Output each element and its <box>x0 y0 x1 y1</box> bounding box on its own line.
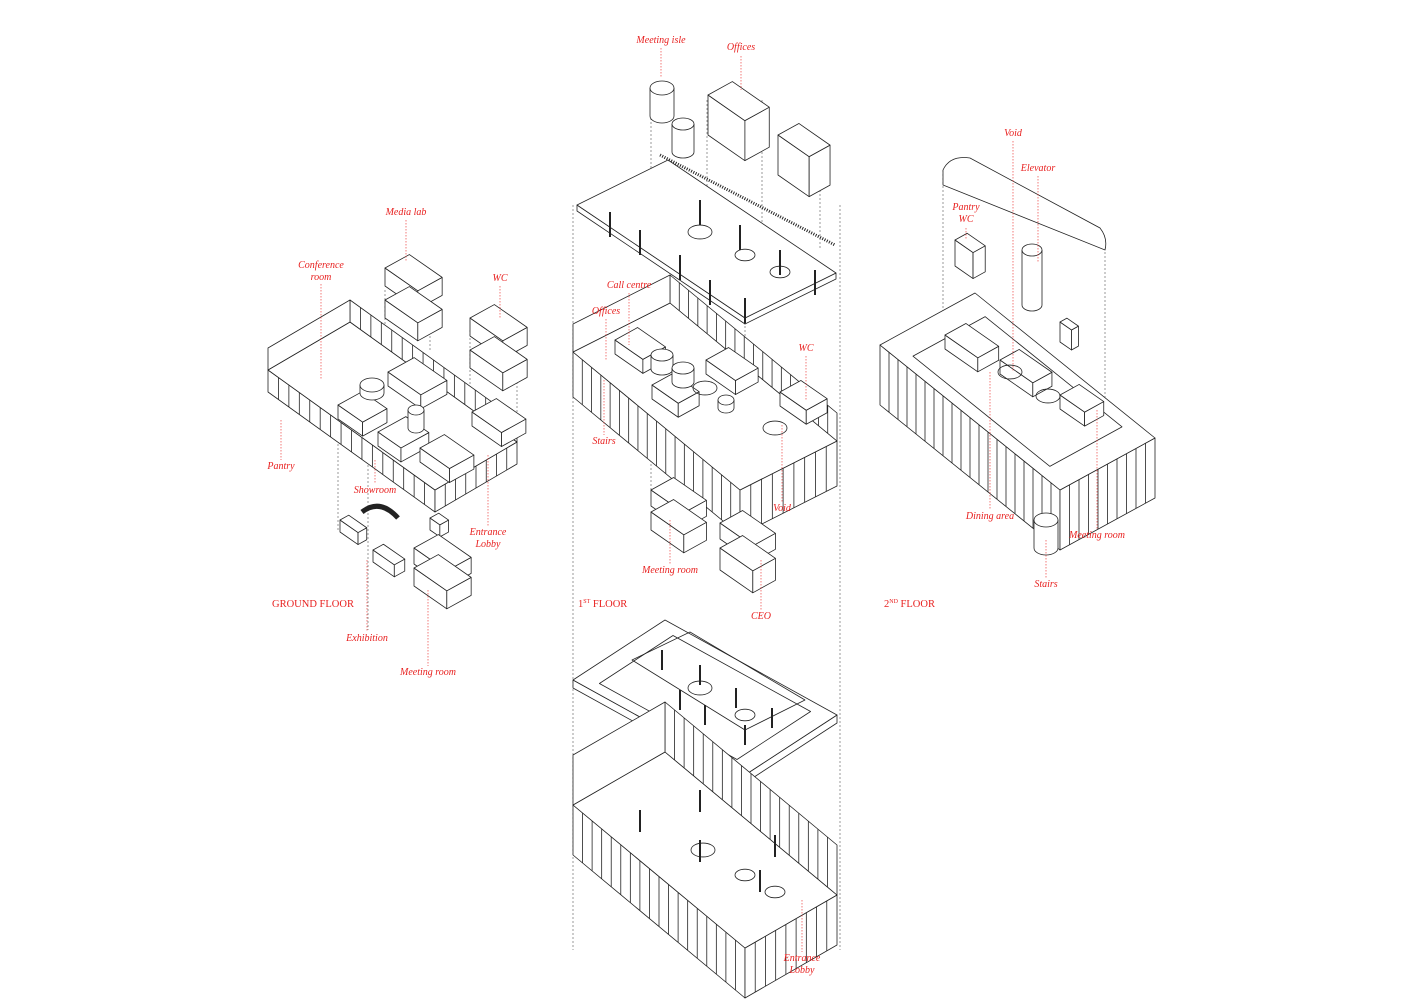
label-call-centre: Call centre <box>606 280 652 291</box>
label-wc-ground: WC <box>492 273 508 284</box>
label-meeting-isle: Meeting isle <box>636 35 686 46</box>
label-exhibition: Exhibition <box>346 633 388 644</box>
ground-room-d-top-face <box>471 398 527 433</box>
ground-shell-left-wall <box>572 701 666 806</box>
label-pantry-ground: Pantry <box>267 461 295 472</box>
roof-void <box>687 224 713 240</box>
first-room-b-top-face <box>651 373 700 404</box>
label-meeting-room-second: Meeting room <box>1068 530 1126 541</box>
label-offices-first: Offices <box>591 306 621 317</box>
shell-void <box>690 842 716 858</box>
label-meeting-room-first: Meeting room <box>641 565 699 576</box>
ground-room-c-top-face <box>419 434 475 469</box>
meeting-isle-pod-body <box>671 124 695 159</box>
exhibition-wall-b-top-face <box>429 512 449 526</box>
label-void-first: Void <box>773 503 791 514</box>
shell-void <box>734 868 756 882</box>
meeting-room-box-lower-top-face <box>413 554 472 592</box>
label-entrance-lobby-ground: Entrance Lobby <box>469 527 507 550</box>
wc-box-lower-top-face <box>469 336 528 374</box>
first-void <box>692 380 718 396</box>
second-void <box>1035 388 1061 404</box>
mezzanine-void-opening <box>631 631 806 731</box>
label-media-lab: Media lab <box>385 207 427 218</box>
second-floor-tall-wall <box>942 157 1107 251</box>
ground-floor-slab-left-wall <box>267 299 351 371</box>
label-stairs-second: Stairs <box>1034 579 1058 590</box>
exhibition-curved-wall <box>360 503 400 520</box>
second-wall-piece-top-face <box>1059 317 1079 331</box>
label-showroom: Showroom <box>353 485 397 496</box>
first-pod-top <box>671 361 695 375</box>
second-floor-title: 2ND FLOOR <box>884 599 935 610</box>
label-offices-top: Offices <box>726 42 756 53</box>
mezzanine-void <box>687 680 713 696</box>
ceo-box-lower-top-face <box>719 535 776 572</box>
second-stairs-top <box>1033 512 1059 528</box>
label-meeting-room-ground: Meeting room <box>399 667 457 678</box>
label-elevator: Elevator <box>1020 163 1056 174</box>
label-entrance-lobby-bottom: Entrance Lobby <box>783 953 821 976</box>
label-void-second: Void <box>1004 128 1022 139</box>
meeting-room-first-lower-top-face <box>650 499 707 536</box>
roof-void <box>769 265 791 279</box>
media-lab-box-top-face <box>384 254 443 292</box>
second-void <box>997 364 1023 380</box>
elevator-core-body <box>1021 250 1043 312</box>
pantry-wc-box-top-face <box>954 232 986 253</box>
ground-stair-core-top <box>407 404 425 416</box>
label-ceo: CEO <box>751 611 771 622</box>
shell-void <box>764 885 786 899</box>
elevator-core-top <box>1021 243 1043 257</box>
first-stair-core-top <box>717 394 735 406</box>
first-floor-slab-left-wall <box>572 274 671 353</box>
meeting-isle-pod-body <box>649 88 675 124</box>
roof-rail <box>659 153 836 247</box>
wc-box-upper-top-face <box>469 304 528 342</box>
meeting-isle-pod-top <box>649 80 675 96</box>
ground-stair-core-body <box>407 410 425 434</box>
label-conference-room: Conference room <box>298 260 344 283</box>
mezzanine-void <box>734 708 756 722</box>
media-lab-box-lower-top-face <box>384 286 443 324</box>
ground-floor-title: GROUND FLOOR <box>272 599 354 610</box>
exhibition-wall-c-top-face <box>372 543 406 566</box>
roof-void <box>734 248 756 262</box>
first-floor-title: 1ST FLOOR <box>578 599 628 610</box>
first-room-c-top-face <box>705 347 759 381</box>
exhibition-wall-a-top-face <box>339 514 368 533</box>
first-pod-top <box>650 348 674 362</box>
meeting-isle-pod-top <box>671 117 695 131</box>
label-dining-area: Dining area <box>965 511 1015 522</box>
label-wc-first: WC <box>798 343 814 354</box>
ground-room-conference-top-face <box>337 391 388 423</box>
first-void <box>762 420 788 436</box>
label-pantry-wc-second: Pantry WC <box>952 202 980 225</box>
first-floor-roof-frame-top-face <box>576 159 837 319</box>
offices-pod-top-face <box>707 81 770 122</box>
first-room-d-top-face <box>779 380 828 411</box>
label-stairs-first: Stairs <box>592 436 616 447</box>
second-room-meeting-top-face <box>1059 384 1105 413</box>
offices-pod-small-top-face <box>777 123 831 158</box>
ground-round-room-top <box>359 377 385 393</box>
ground-room-a-top-face <box>387 357 448 396</box>
second-room-pantry-top-face <box>944 323 1000 359</box>
